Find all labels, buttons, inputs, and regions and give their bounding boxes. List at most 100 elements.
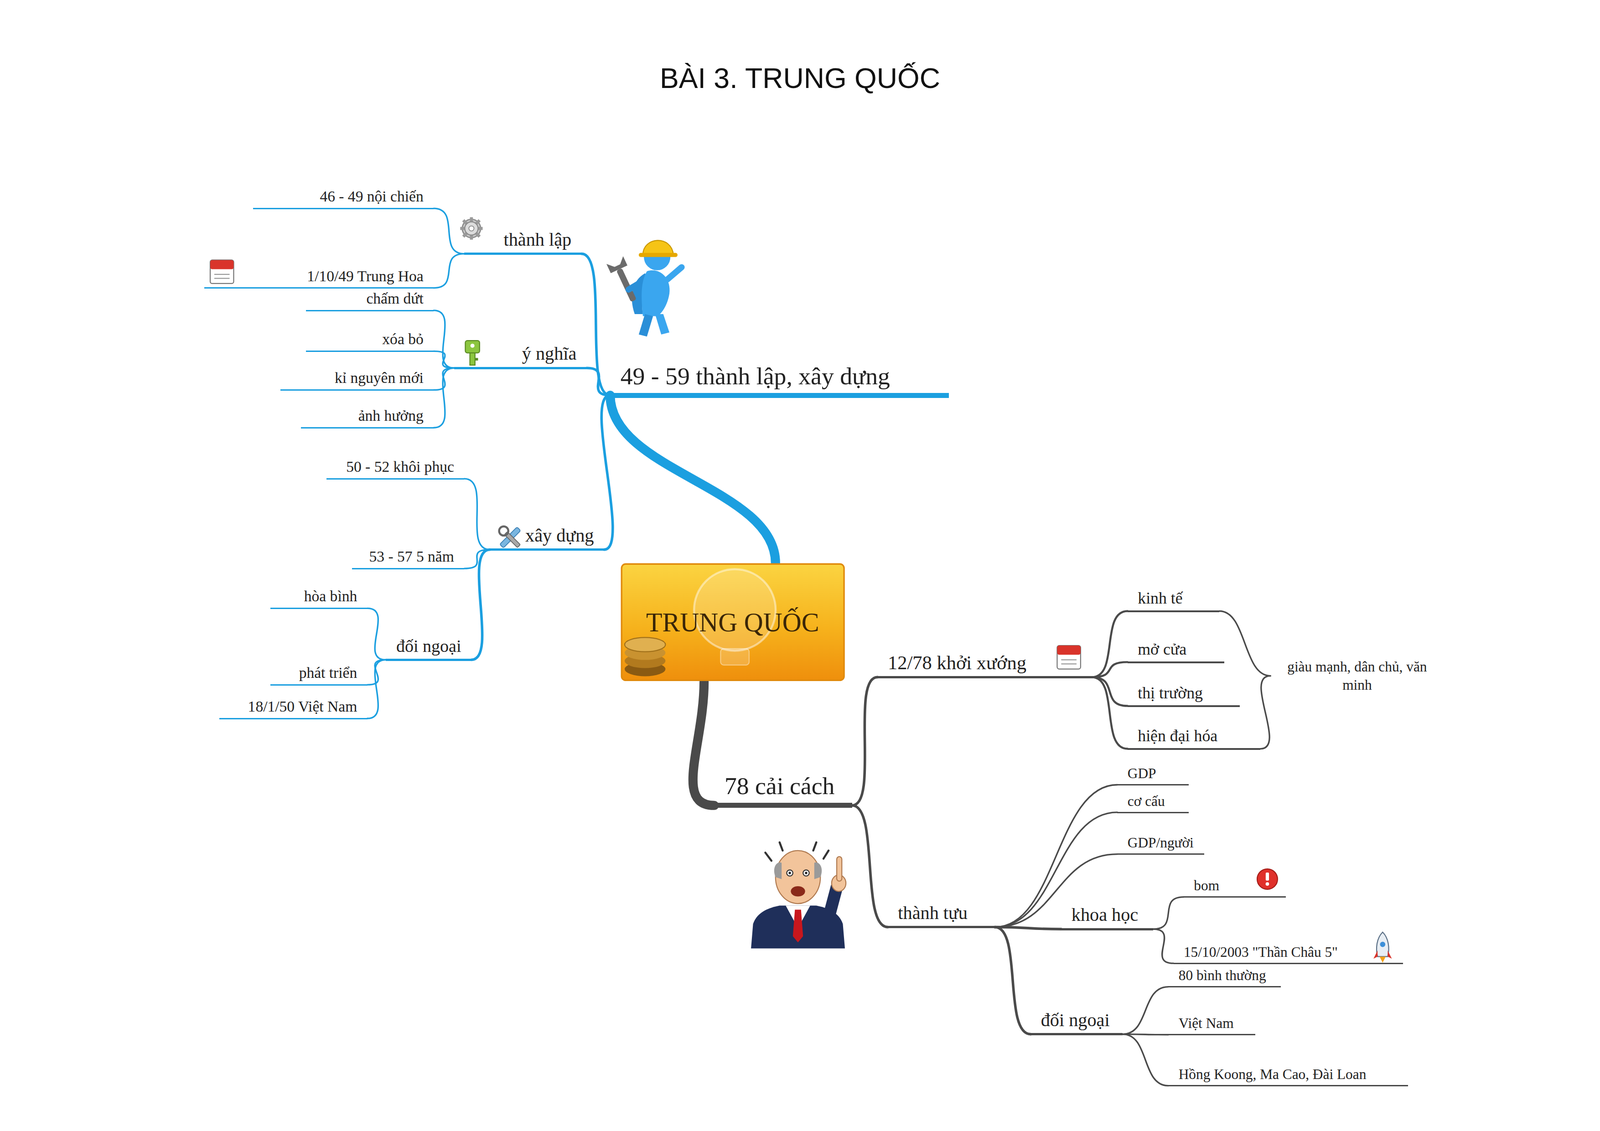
topic-label: 80 bình thường bbox=[1168, 967, 1281, 988]
branch-line bbox=[1122, 1034, 1169, 1087]
topic-label: thành lập bbox=[464, 228, 582, 256]
branch-line bbox=[1092, 611, 1128, 678]
topic-text: 80 bình thường bbox=[1178, 967, 1267, 985]
title: BÀI 3. TRUNG QUỐC bbox=[0, 61, 1600, 96]
topic-label: 15/10/2003 "Thần Châu 5" bbox=[1173, 943, 1404, 965]
topic-text: mở cửa bbox=[1137, 639, 1187, 660]
branch-line bbox=[1122, 987, 1169, 1035]
branch-line bbox=[1122, 1034, 1169, 1036]
topic-label: 50 - 52 khôi phục bbox=[326, 457, 465, 480]
topic-label: mở cửa bbox=[1127, 639, 1225, 663]
topic-text: phát triển bbox=[299, 663, 358, 683]
branch-line bbox=[433, 367, 455, 428]
topic-text: đối ngoại bbox=[1040, 1009, 1110, 1032]
topic-text: hòa bình bbox=[304, 587, 358, 606]
topic-text: thành tựu bbox=[897, 902, 968, 925]
branch-line bbox=[1153, 929, 1174, 964]
topic-text: Hồng Koong, Ma Cao, Đài Loan bbox=[1178, 1066, 1367, 1084]
topic-label: GDP/người bbox=[1117, 834, 1204, 855]
topic-text: hiện đại hóa bbox=[1137, 726, 1218, 746]
branch-line bbox=[1092, 662, 1128, 678]
branch-line bbox=[852, 677, 878, 806]
topic-text: kinh tế bbox=[1137, 588, 1183, 609]
topic-text: 49 - 59 thành lập, xây dựng bbox=[620, 361, 891, 391]
topic-text: bom bbox=[1193, 877, 1220, 895]
branch-line bbox=[433, 367, 455, 390]
branch-line bbox=[464, 478, 490, 550]
branch-line bbox=[994, 927, 1062, 930]
topic-text: giàu mạnh, dân chủ, văn minh bbox=[1273, 657, 1441, 694]
topic-label: ảnh hưởng bbox=[300, 406, 434, 429]
branch-line bbox=[1260, 676, 1271, 750]
calendar-icon bbox=[1056, 645, 1081, 669]
topic-label: GDP bbox=[1117, 765, 1189, 786]
topic-text: thành lập bbox=[503, 228, 572, 251]
topic-text: 1/10/49 Trung Hoa bbox=[306, 267, 424, 286]
branch-line bbox=[433, 310, 455, 368]
topic-text: 46 - 49 nội chiến bbox=[319, 187, 424, 206]
topic-label: 1/10/49 Trung Hoa bbox=[204, 267, 435, 290]
topic-label: xây dựng bbox=[489, 524, 605, 552]
topic-label: cơ cấu bbox=[1117, 792, 1189, 814]
topic-text: xây dựng bbox=[525, 524, 594, 547]
branch-line bbox=[471, 549, 490, 661]
branch-line bbox=[1153, 897, 1184, 930]
topic-label: 49 - 59 thành lập, xây dựng bbox=[610, 361, 949, 399]
topic-text: xóa bỏ bbox=[382, 330, 424, 349]
topic-label: chấm dứt bbox=[305, 289, 434, 312]
branch-line bbox=[601, 395, 613, 550]
topic-label: Việt Nam bbox=[1168, 1014, 1255, 1036]
topic-label: phát triển bbox=[270, 663, 368, 686]
branch-line bbox=[581, 253, 611, 396]
key-icon bbox=[465, 340, 480, 366]
branch-line bbox=[852, 805, 888, 928]
topic-text: 53 - 57 5 năm bbox=[369, 547, 455, 566]
branch-line bbox=[1092, 677, 1128, 749]
calendar-icon bbox=[210, 259, 234, 284]
topic-label: 53 - 57 5 năm bbox=[352, 547, 465, 570]
topic-label: thị trường bbox=[1127, 683, 1240, 707]
branch-line bbox=[1092, 677, 1128, 706]
branch-line bbox=[433, 351, 455, 368]
tools-icon bbox=[497, 524, 523, 550]
topic-label: xóa bỏ bbox=[305, 330, 434, 353]
topic-text: 18/1/50 Việt Nam bbox=[248, 697, 358, 716]
topic-text: 50 - 52 khôi phục bbox=[346, 457, 455, 477]
topic-label: hiện đại hóa bbox=[1127, 726, 1261, 750]
worker-figure bbox=[606, 240, 682, 337]
topic-text: cơ cấu bbox=[1127, 792, 1166, 811]
topic-label: kỉ nguyên mới bbox=[280, 368, 434, 391]
branch-line bbox=[610, 395, 776, 564]
branch-line bbox=[994, 927, 1031, 1035]
topic-text: 78 cải cách bbox=[724, 771, 835, 801]
topic-text: Việt Nam bbox=[1178, 1014, 1234, 1033]
topic-label: bom bbox=[1183, 877, 1286, 898]
branch-line bbox=[464, 549, 490, 569]
topic-text: thị trường bbox=[1137, 683, 1203, 704]
topic-label: thành tựu bbox=[887, 902, 995, 929]
branch-line bbox=[586, 367, 611, 396]
topic-text: ảnh hưởng bbox=[358, 406, 424, 425]
rocket-icon bbox=[1373, 932, 1392, 964]
branch-line bbox=[367, 608, 386, 660]
topic-text: kỉ nguyên mới bbox=[334, 368, 424, 388]
topic-text: chấm dứt bbox=[366, 289, 424, 308]
topic-label: 46 - 49 nội chiến bbox=[253, 187, 434, 210]
topic-label: 12/78 khởi xướng bbox=[877, 651, 1093, 679]
topic-label: hòa bình bbox=[270, 587, 368, 610]
warning-icon bbox=[1257, 869, 1278, 890]
businessman-figure bbox=[750, 842, 846, 949]
note-label: giàu mạnh, dân chủ, văn minh bbox=[1270, 656, 1444, 696]
branch-line bbox=[1219, 611, 1271, 676]
branch-line bbox=[693, 681, 715, 806]
branch-line bbox=[367, 659, 386, 719]
topic-label: 78 cải cách bbox=[714, 771, 853, 808]
branch-line bbox=[433, 253, 465, 289]
branch-line bbox=[433, 208, 465, 254]
topic-text: khoa học bbox=[1071, 904, 1139, 927]
topic-label: đối ngoại bbox=[385, 636, 472, 662]
central-topic: TRUNG QUỐC bbox=[620, 563, 845, 682]
topic-label: kinh tế bbox=[1127, 588, 1220, 612]
central-topic-text: TRUNG QUỐC bbox=[646, 607, 820, 638]
topic-text: GDP bbox=[1127, 765, 1157, 783]
